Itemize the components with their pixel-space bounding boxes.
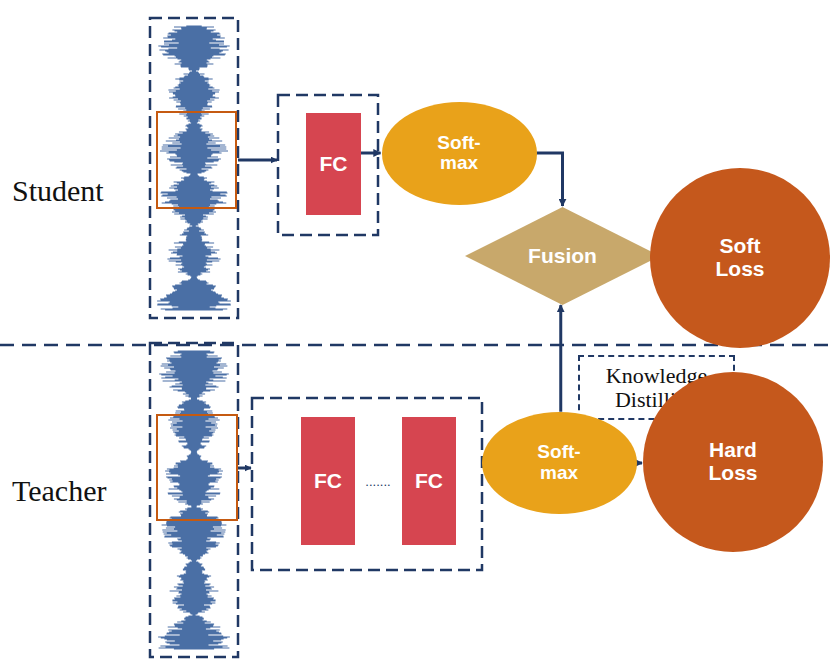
loss-circle: Hard Loss bbox=[643, 372, 823, 552]
fc-layer: FC bbox=[306, 113, 361, 215]
softmax-ellipse: Soft- max bbox=[482, 412, 637, 515]
node-text: Soft- max bbox=[428, 133, 490, 174]
waveform bbox=[158, 351, 230, 649]
node-text: FC bbox=[314, 470, 342, 493]
network-frame bbox=[278, 95, 378, 235]
node-text: Soft Loss bbox=[704, 235, 776, 280]
waveform bbox=[157, 26, 231, 310]
node-text: Hard Loss bbox=[697, 439, 769, 484]
fc-layer: FC bbox=[402, 417, 456, 545]
waveform-strokes bbox=[157, 26, 231, 310]
input-frame bbox=[150, 343, 238, 657]
diamond-shape bbox=[465, 207, 660, 305]
node-text: FC bbox=[320, 153, 348, 176]
separator-line bbox=[0, 344, 830, 347]
node-text: FC bbox=[415, 470, 443, 493]
input-arrow bbox=[238, 467, 251, 470]
node-text: Soft- max bbox=[528, 442, 590, 483]
flow-arrow bbox=[637, 462, 643, 465]
ellipsis-label: ....... bbox=[365, 474, 390, 489]
input-frame bbox=[150, 18, 238, 318]
loss-circle: Soft Loss bbox=[650, 168, 830, 348]
branch-label: Teacher bbox=[12, 474, 106, 508]
softmax-ellipse: Soft- max bbox=[382, 102, 537, 205]
flow-arrow bbox=[536, 153, 562, 206]
fusion-diamond: Fusion bbox=[465, 207, 660, 305]
input-arrow bbox=[238, 159, 277, 162]
window-rect bbox=[157, 415, 237, 520]
fc-layer: FC bbox=[301, 417, 355, 545]
branch-label: Student bbox=[12, 174, 104, 208]
flow-arrow bbox=[361, 152, 381, 155]
waveform-strokes bbox=[158, 351, 230, 649]
flow-arrow bbox=[559, 305, 562, 412]
window-rect bbox=[157, 112, 236, 208]
network-frame bbox=[252, 398, 482, 570]
node-text: Fusion bbox=[528, 245, 597, 268]
